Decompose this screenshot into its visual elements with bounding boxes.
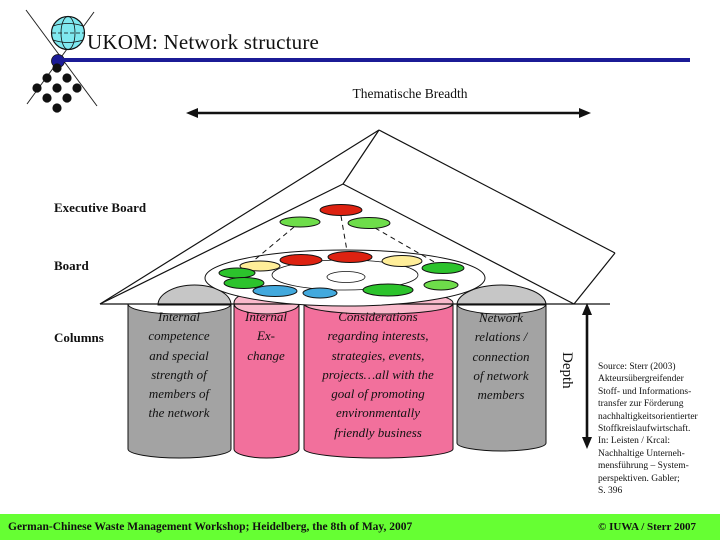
column-1-cap: [157, 284, 232, 306]
column-4-text: Network relations / connection of networ…: [472, 310, 530, 403]
network-node-green: [421, 262, 465, 274]
network-node-red: [327, 251, 373, 263]
network-node-green: [218, 267, 256, 279]
footer-workshop-text: German-Chinese Waste Management Workshop…: [8, 521, 413, 533]
depth-arrow: [582, 303, 592, 449]
column-4-body: [456, 303, 547, 452]
column-2-body: [233, 303, 300, 459]
footer-bar: German-Chinese Waste Management Workshop…: [0, 514, 720, 540]
board-nodes: [218, 251, 465, 299]
column-2-text: Internal Ex- change: [245, 309, 287, 363]
network-node-yellow: [381, 255, 423, 267]
network-node-green_light: [279, 216, 321, 228]
network-node-green: [223, 277, 265, 289]
source-citation: Source: Sterr (2003) Akteursübergreifend…: [598, 362, 698, 497]
label-board: Board: [54, 258, 89, 273]
breadth-label: Thematische Breadth: [352, 86, 468, 101]
column-1-text: Internal competence and special strength…: [148, 309, 210, 421]
column-3-text: Considerations regarding interests, stra…: [322, 309, 434, 440]
column-4-cap: [456, 284, 547, 306]
label-executive-board: Executive Board: [54, 200, 147, 215]
ukom-logo: [25, 9, 98, 113]
depth-label: Depth: [559, 352, 575, 389]
page-title: UKOM: Network structure: [87, 30, 320, 54]
globe-icon: [50, 15, 86, 51]
network-node-green: [362, 283, 414, 297]
footer-copyright: © IUWA / Sterr 2007: [598, 521, 696, 533]
executive-board-nodes: [279, 204, 391, 229]
title-underline: [56, 58, 690, 62]
network-node-green_light: [347, 217, 391, 229]
network-node-blue: [252, 285, 298, 297]
label-columns: Columns: [54, 330, 104, 345]
breadth-arrow: [186, 108, 591, 118]
network-node-blue: [302, 287, 338, 299]
network-node-green_light: [423, 279, 459, 291]
executive-board-connectors: [245, 215, 437, 268]
network-node-yellow: [239, 260, 281, 272]
network-node-red: [319, 204, 363, 216]
network-node-red: [279, 254, 323, 266]
logo-dot-diamond: [32, 63, 82, 113]
column-3-body: [303, 303, 454, 459]
column-1-body: [127, 303, 232, 459]
